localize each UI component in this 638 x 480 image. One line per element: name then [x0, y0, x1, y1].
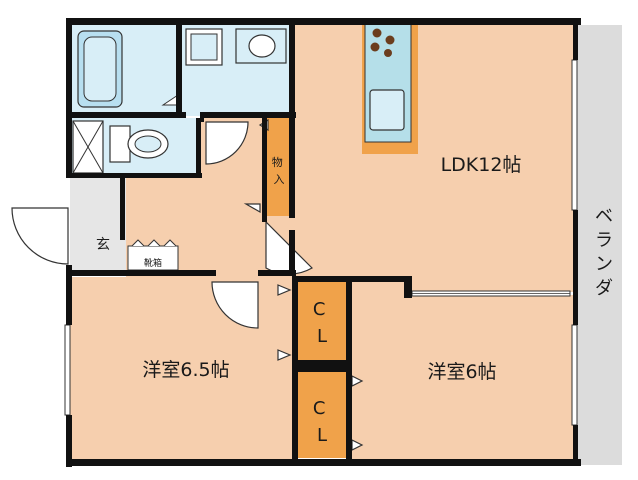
storage-label: 物 入: [272, 155, 287, 186]
room1-door: [211, 281, 259, 329]
closet-2-label: C L: [313, 398, 331, 446]
western-room-2-label: 洋室6帖: [427, 361, 496, 383]
entrance-floor: [70, 177, 126, 270]
ldk-floor: [292, 24, 573, 292]
shoe-closet: [127, 239, 179, 271]
shoe-closet-label: 靴箱: [144, 257, 162, 269]
closet-2-floor: [298, 372, 346, 458]
walls: [66, 18, 581, 467]
veranda-char: ベ: [595, 206, 613, 227]
western-room-2-floor: [350, 277, 573, 462]
veranda-char: ン: [595, 254, 613, 275]
toilet: [109, 125, 169, 163]
closet-1-floor: [298, 282, 346, 360]
entrance-label: 玄: [96, 236, 110, 253]
closet-1-label: C L: [313, 299, 331, 347]
kitchen-counter: [362, 23, 418, 154]
veranda-char: ダ: [595, 278, 613, 299]
ldk-label: LDK12帖: [441, 154, 522, 176]
storage-door: [243, 203, 261, 214]
veranda-label: ベランダ: [595, 206, 613, 299]
fixtures: [72, 23, 571, 297]
toilet-door: [205, 121, 249, 165]
western-room-1-label: 洋室6.5帖: [142, 359, 229, 381]
veranda-area: [577, 25, 622, 465]
labels: LDK12帖 洋室6.5帖 洋室6帖 玄 靴箱 物 入 ベランダ C L C L: [96, 154, 613, 446]
storage-floor: [266, 118, 292, 216]
veranda-char: ラ: [595, 230, 613, 251]
entrance-door: [11, 207, 69, 265]
